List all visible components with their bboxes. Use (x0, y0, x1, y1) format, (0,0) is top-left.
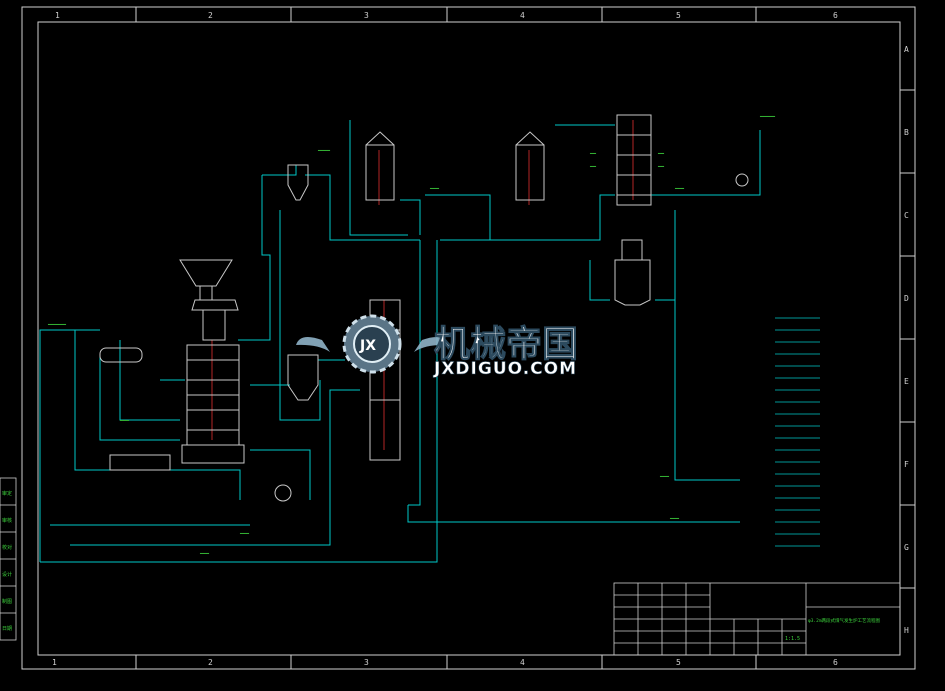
margin-label: 校对 (2, 544, 12, 551)
pipe-labels: ━━━━ ━━━ ━━━ ━━━━━ ━━━━━━ ━━━ ━━ ━━ ━━ ━… (47, 114, 776, 557)
svg-text:━━━: ━━━ (674, 186, 685, 192)
svg-text:━━: ━━ (589, 151, 597, 157)
svg-text:━━: ━━ (657, 151, 665, 157)
svg-text:━━━: ━━━ (659, 474, 670, 480)
title-block: φ3.2m两段式煤气发生炉工艺流程图 1:1.5 (613, 582, 901, 656)
washing-tower (616, 114, 652, 206)
col-label-top: 2 (208, 11, 213, 20)
watermark: JX 机械帝国 JXDIGUO.COM (296, 314, 579, 379)
svg-text:━━━: ━━━ (119, 418, 130, 424)
cyclone-lower (287, 354, 319, 401)
scrubber-column (369, 299, 401, 461)
row-label: A (904, 45, 909, 54)
gasifier-base (181, 444, 245, 464)
upper-coal-bin (202, 309, 226, 341)
svg-text:━━: ━━ (657, 164, 665, 170)
feeder (191, 299, 239, 311)
col-label-top: 5 (676, 11, 681, 20)
col-label-top: 6 (833, 11, 838, 20)
precipitator-1 (365, 144, 395, 201)
svg-text:━━━: ━━━ (239, 531, 250, 537)
cyclone-upper (287, 164, 309, 201)
gas-blower (735, 173, 749, 187)
water-seal (614, 259, 651, 306)
steam-drum (99, 347, 143, 363)
zone-labels: 1 2 3 4 5 6 1 2 3 4 5 6 A B C D E F G H (52, 11, 909, 667)
row-label: D (904, 294, 909, 303)
left-margin-strip: 审定 审核 校对 设计 制图 日期 (0, 477, 17, 641)
margin-label: 设计 (2, 571, 12, 578)
drawing-title: φ3.2m两段式煤气发生炉工艺流程图 (808, 617, 881, 624)
watermark-latin: JXDIGUO.COM (433, 359, 577, 379)
watermark-chinese: 机械帝国 (434, 324, 578, 365)
svg-text:━━━: ━━━ (199, 551, 210, 557)
margin-label: 审定 (2, 490, 12, 497)
gear-logo-icon: JX (296, 314, 448, 374)
row-label: C (904, 211, 909, 220)
precipitator-2 (515, 144, 545, 201)
scale-value: 1:1.5 (785, 636, 800, 642)
row-label: E (904, 377, 909, 386)
margin-label: 制图 (2, 598, 12, 605)
svg-text:━━━: ━━━ (429, 186, 440, 192)
svg-text:━━━━━━: ━━━━━━ (47, 322, 67, 328)
row-label: G (904, 543, 909, 552)
svg-text:━━━━━: ━━━━━ (759, 114, 776, 120)
col-label-top: 1 (55, 11, 60, 20)
air-blower (274, 484, 292, 502)
col-label-bottom: 6 (833, 658, 838, 667)
col-label-bottom: 1 (52, 658, 57, 667)
col-label-top: 3 (364, 11, 369, 20)
svg-text:━━━━: ━━━━ (317, 148, 331, 154)
row-label: F (904, 460, 909, 469)
margin-label: 日期 (2, 626, 12, 632)
coal-hopper (179, 259, 233, 287)
col-label-bottom: 2 (208, 658, 213, 667)
equipment (99, 114, 749, 502)
col-label-bottom: 3 (364, 658, 369, 667)
legend (775, 317, 820, 547)
col-label-top: 4 (520, 11, 525, 20)
drawing-frame (21, 6, 916, 670)
svg-text:━━━: ━━━ (669, 516, 680, 522)
margin-label: 审核 (2, 517, 12, 524)
col-label-bottom: 4 (520, 658, 525, 667)
col-label-bottom: 5 (676, 658, 681, 667)
svg-text:━━: ━━ (589, 164, 597, 170)
row-label: B (904, 128, 909, 137)
badge-text: JX (359, 338, 376, 354)
row-label: H (904, 626, 909, 635)
